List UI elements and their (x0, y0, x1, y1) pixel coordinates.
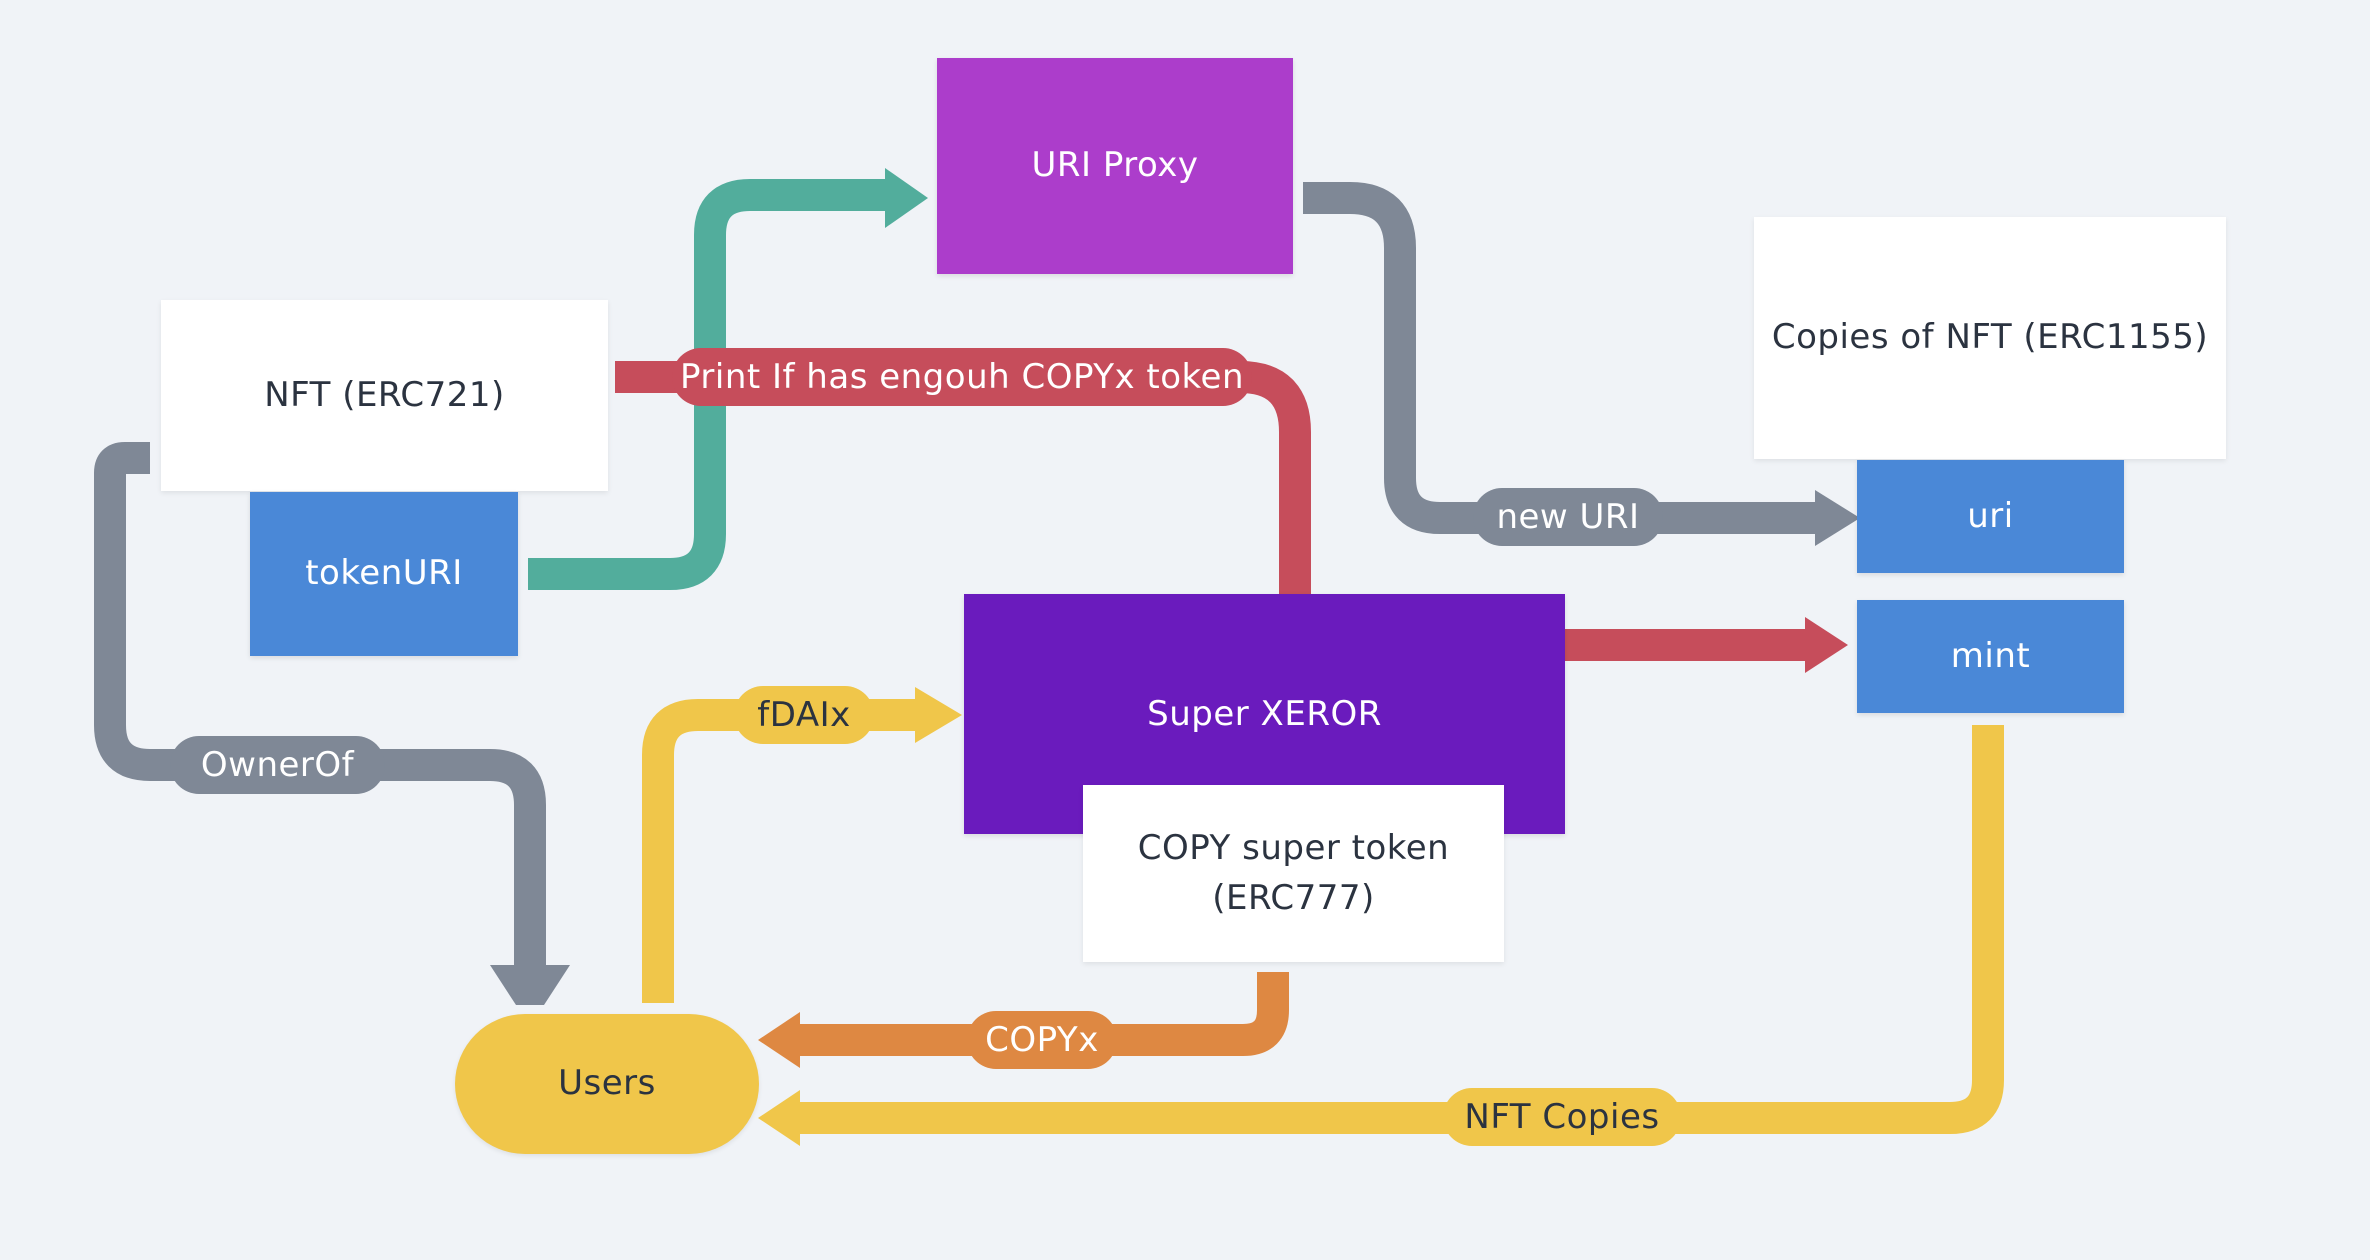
owner-of-arrowhead (490, 965, 570, 1005)
copyx-text: COPYx (985, 1020, 1099, 1060)
owner-of-label: OwnerOf (170, 736, 385, 794)
new-uri-label: new URI (1473, 488, 1663, 546)
fdaix-text: fDAIx (757, 695, 851, 735)
copy-super-token-label-line1: COPY super token (1137, 828, 1450, 869)
nft-copies-text: NFT Copies (1464, 1097, 1660, 1137)
copyx-label: COPYx (967, 1011, 1117, 1069)
fdaix-arrow (642, 699, 920, 1003)
uri-proxy-label: URI Proxy (1031, 145, 1199, 186)
copyx-arrow (790, 972, 1289, 1056)
new-uri-text: new URI (1496, 497, 1640, 537)
copy-super-token-label-line2: (ERC777) (1212, 877, 1375, 918)
uri-proxy-node[interactable]: URI Proxy (937, 58, 1293, 274)
copies-erc1155-node[interactable]: Copies of NFT (ERC1155) (1754, 217, 2226, 459)
mint-label: mint (1950, 635, 2031, 676)
nft-copies-arrow (790, 725, 2004, 1134)
fdaix-arrowhead (915, 687, 962, 743)
users-node[interactable]: Users (455, 1014, 759, 1154)
nft-copies-label: NFT Copies (1443, 1088, 1681, 1146)
users-label: Users (558, 1063, 656, 1104)
copies-erc1155-label: Copies of NFT (ERC1155) (1771, 317, 2209, 358)
new-uri-arrow (1303, 182, 1820, 534)
nft-erc721-label: NFT (ERC721) (264, 374, 505, 415)
owner-of-text: OwnerOf (200, 745, 355, 785)
uri-label: uri (1967, 495, 2014, 536)
nft-copies-arrowhead (758, 1090, 800, 1146)
copyx-arrowhead (758, 1012, 800, 1068)
token-uri-arrowhead (885, 168, 928, 228)
mint-node[interactable]: mint (1857, 600, 2124, 713)
token-uri-node[interactable]: tokenURI (250, 492, 518, 656)
print-if-arrowhead (1805, 617, 1848, 673)
print-if-text: Print If has engouh COPYx token (679, 357, 1244, 397)
super-xeror-label: Super XEROR (1147, 694, 1382, 734)
print-if-label: Print If has engouh COPYx token (672, 348, 1252, 406)
owner-of-arrow (94, 442, 546, 975)
nft-erc721-node[interactable]: NFT (ERC721) (161, 300, 608, 491)
uri-node[interactable]: uri (1857, 460, 2124, 573)
copy-super-token-node[interactable]: COPY super token (ERC777) (1083, 785, 1504, 962)
new-uri-arrowhead (1815, 490, 1860, 546)
fdaix-label: fDAIx (734, 686, 874, 744)
token-uri-label: tokenURI (305, 553, 463, 594)
